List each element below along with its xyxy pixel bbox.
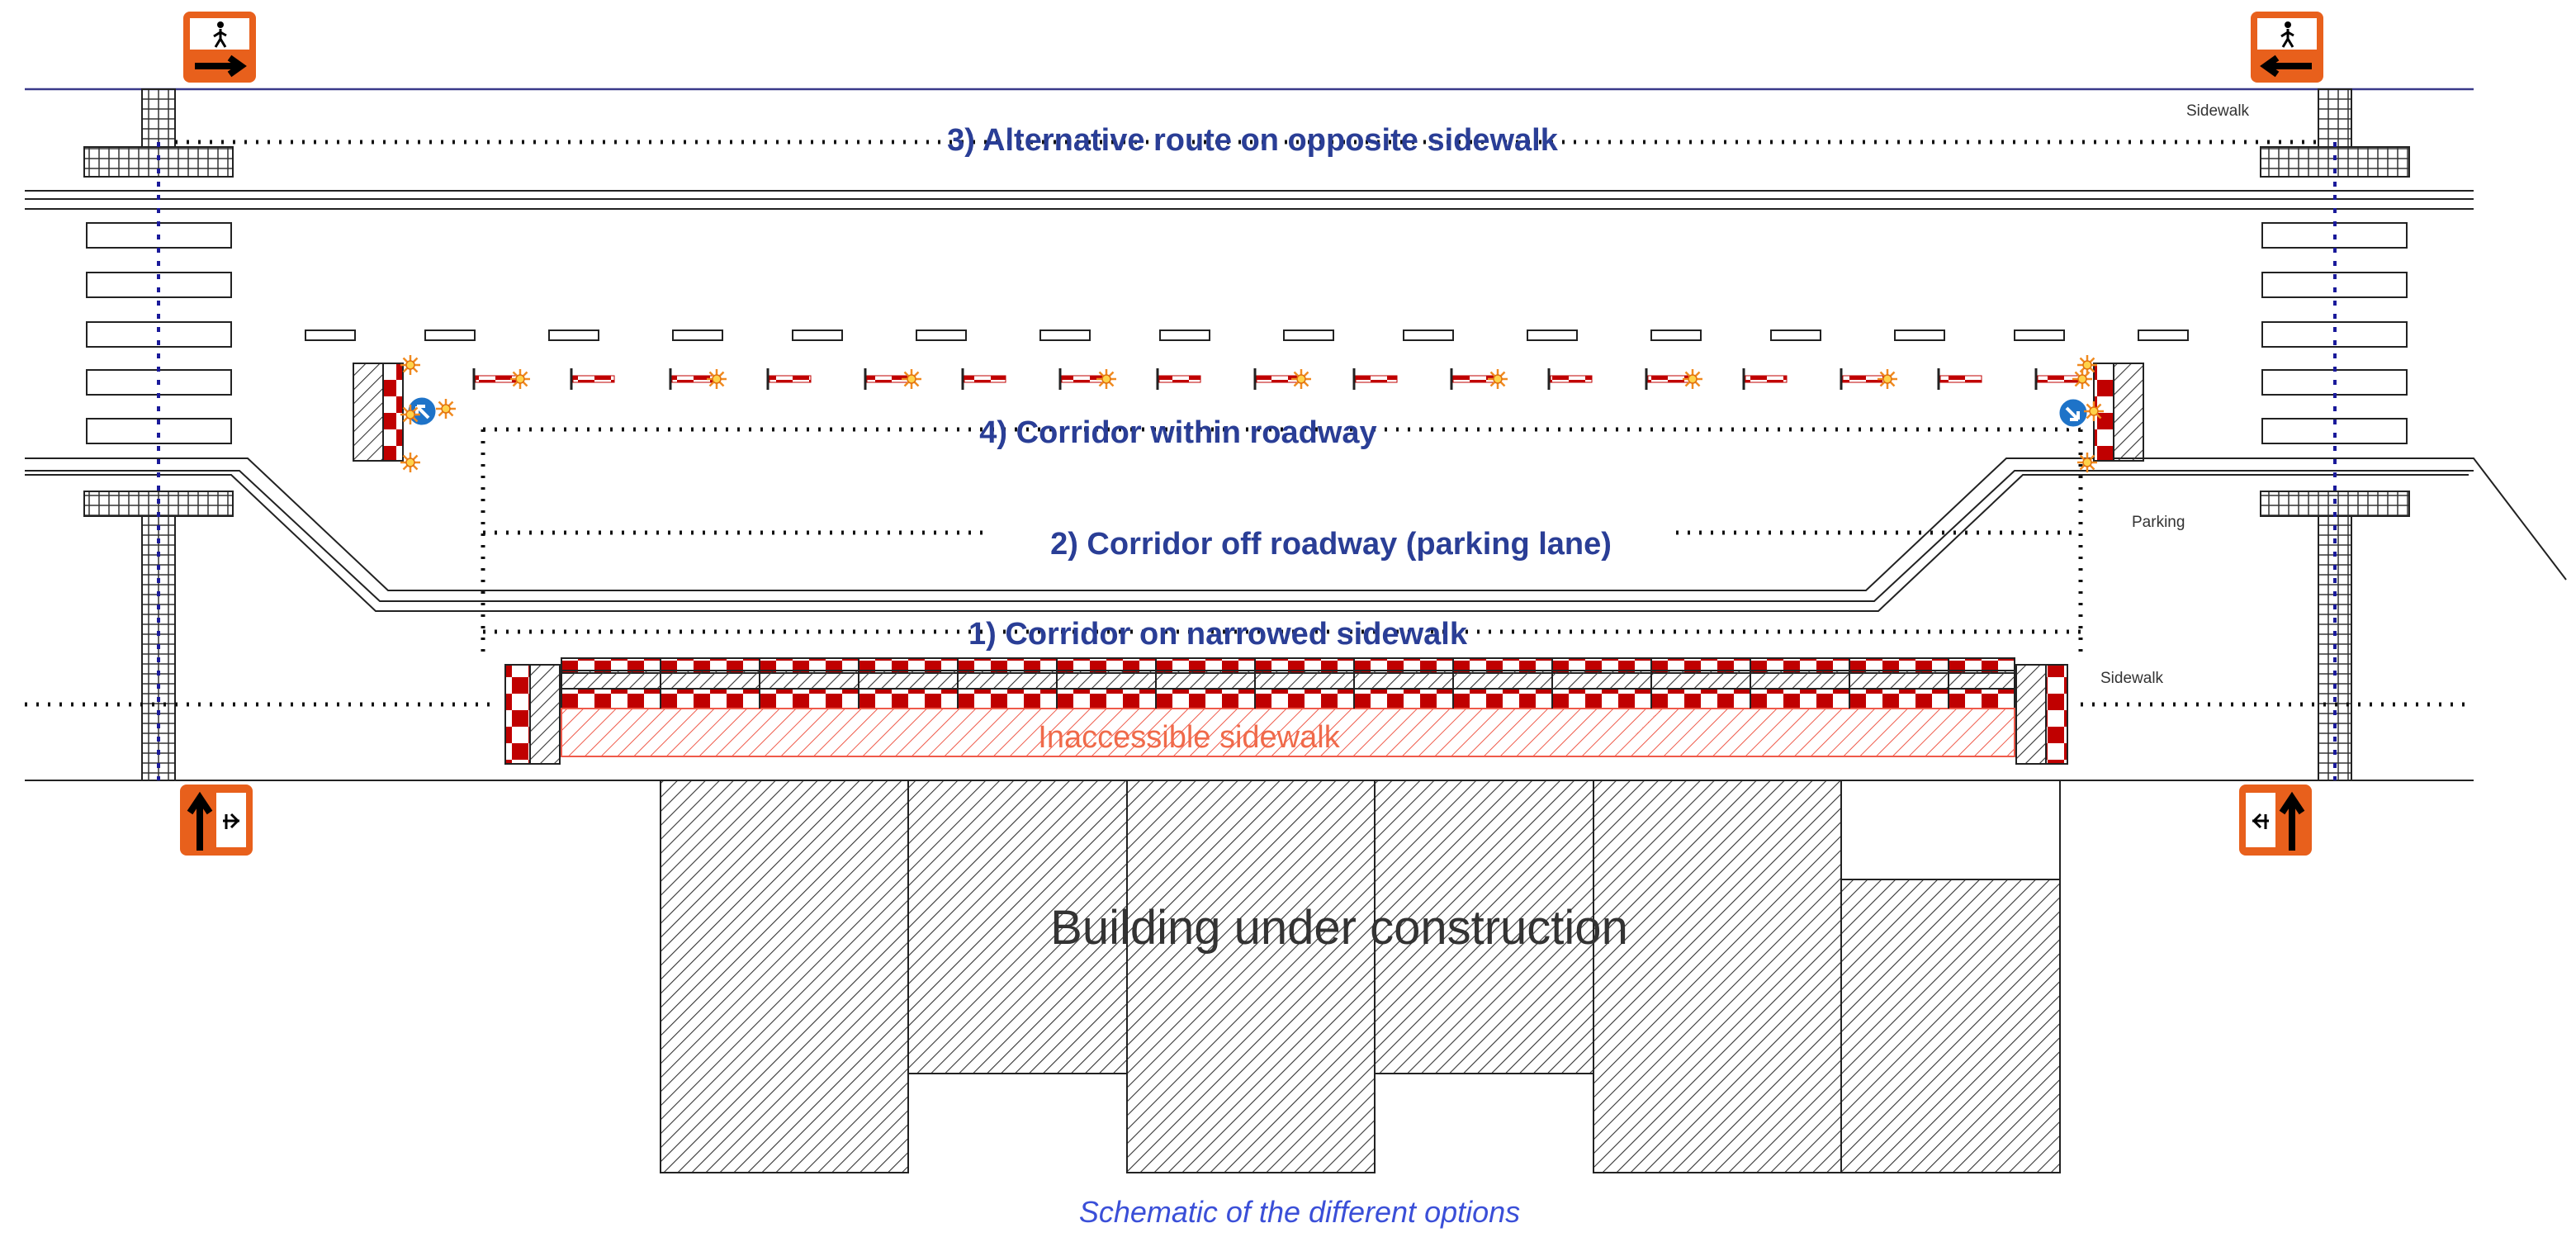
barrier-icon xyxy=(472,368,530,390)
barrier-icon xyxy=(766,368,812,390)
route4-label: 4) Corridor within roadway xyxy=(979,415,1376,450)
barrier-icon xyxy=(1253,368,1311,390)
warning-light-icon xyxy=(2077,355,2097,375)
sidewalk-bottom-label: Sidewalk xyxy=(2100,670,2164,687)
sidewalk-barrier xyxy=(561,657,2015,757)
warning-light-icon xyxy=(1291,369,1311,389)
sidewalk-top-label: Sidewalk xyxy=(2186,102,2250,120)
warning-light-icon xyxy=(1683,369,1702,389)
barrier-icon xyxy=(1450,368,1508,390)
lane-dashes xyxy=(305,329,2189,341)
building-label: Building under construction xyxy=(1050,901,1628,955)
warning-light-icon xyxy=(2084,401,2104,421)
sidewalk-end-block-left xyxy=(504,664,561,765)
barrier-icon xyxy=(1058,368,1116,390)
warning-light-icon xyxy=(1488,369,1508,389)
warning-light-icon xyxy=(1096,369,1116,389)
keep-left-sign xyxy=(2057,396,2090,429)
pedestrian-up-right-sign xyxy=(180,785,253,856)
barrier-icon xyxy=(1156,368,1201,390)
warning-light-icon xyxy=(2072,369,2092,389)
roadway-barriers xyxy=(472,368,2092,390)
route1-label: 1) Corridor on narrowed sidewalk xyxy=(968,617,1468,652)
pedestrian-up-left-sign xyxy=(2239,785,2312,856)
route2-label: 2) Corridor off roadway (parking lane) xyxy=(1050,527,1612,562)
crossing-route-lines xyxy=(157,142,2337,780)
barrier-icon xyxy=(2034,368,2092,390)
barrier-icon xyxy=(1840,368,1897,390)
caption: Schematic of the different options xyxy=(1079,1195,1520,1229)
barrier-icon xyxy=(1742,368,1788,390)
roadway-end-block-left xyxy=(353,363,404,462)
warning-light-icon xyxy=(400,355,2104,472)
warning-light-icon xyxy=(707,369,727,389)
barrier-icon xyxy=(669,368,727,390)
barrier-icon xyxy=(864,368,921,390)
pedestrian-detour-left-sign xyxy=(2251,12,2323,83)
barrier-icon xyxy=(1937,368,1982,390)
warning-light-icon xyxy=(400,355,420,375)
warning-light-icon xyxy=(1878,369,1897,389)
barrier-icon xyxy=(570,368,615,390)
warning-light-icon xyxy=(2077,453,2097,472)
warning-light-icon xyxy=(400,405,420,424)
barrier-icon xyxy=(961,368,1006,390)
barrier-icon xyxy=(1645,368,1702,390)
barrier-icon xyxy=(1352,368,1398,390)
pedestrian-detour-right-sign xyxy=(183,12,256,83)
building xyxy=(660,780,2061,1173)
street-lines xyxy=(25,88,2567,781)
route3-label: 3) Alternative route on opposite sidewal… xyxy=(947,123,1559,158)
parking-label: Parking xyxy=(2132,514,2185,531)
route-lines xyxy=(25,140,2474,707)
warning-light-icon xyxy=(902,369,921,389)
inaccessible-label: Inaccessible sidewalk xyxy=(1038,720,1340,755)
warning-light-icon xyxy=(400,453,420,472)
barrier-icon xyxy=(1547,368,1593,390)
warning-light-icon xyxy=(510,369,530,389)
warning-light-icon xyxy=(436,399,456,419)
sidewalk-end-block-right xyxy=(2015,664,2068,765)
